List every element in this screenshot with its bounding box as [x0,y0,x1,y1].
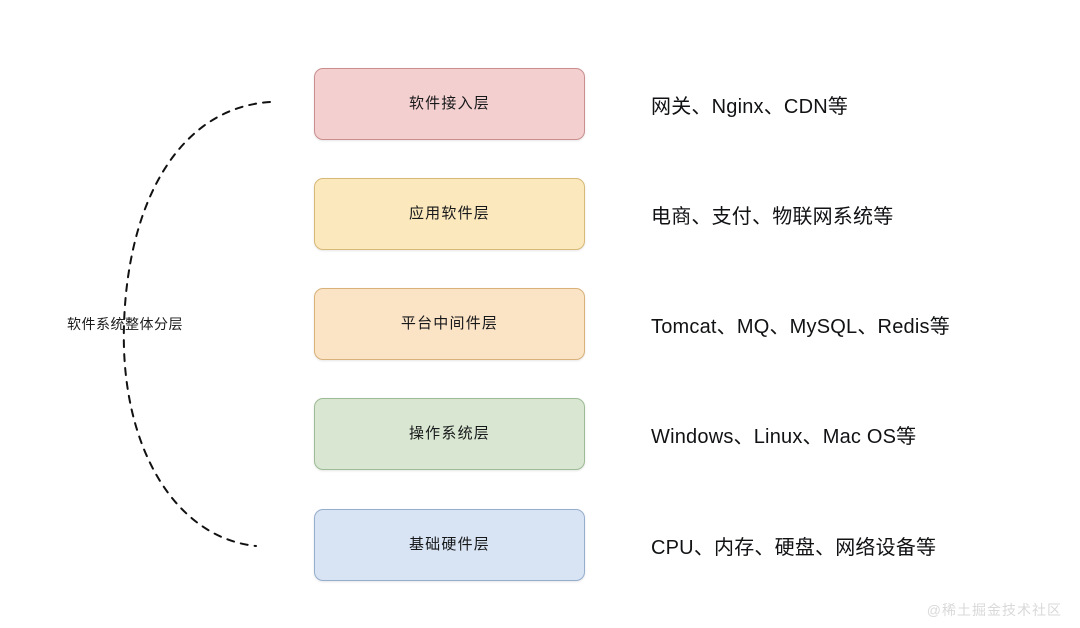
layer-box-operating-system[interactable]: 操作系统层 [314,398,585,470]
layer-box-hardware[interactable]: 基础硬件层 [314,509,585,581]
layer-box-application[interactable]: 应用软件层 [314,178,585,250]
layer-box-label: 平台中间件层 [400,315,499,332]
layer-box-access[interactable]: 软件接入层 [314,68,585,140]
layer-row: 软件接入层 网关、Nginx、CDN等 [314,68,1054,140]
watermark: @稀土掘金技术社区 [926,602,1062,618]
layer-description: Windows、Linux、Mac OS等 [651,425,917,448]
layer-row: 操作系统层 Windows、Linux、Mac OS等 [314,398,1054,470]
layer-box-label: 操作系统层 [408,425,490,442]
layer-box-label: 应用软件层 [408,205,490,222]
layer-box-label: 软件接入层 [408,95,490,112]
layer-description: CPU、内存、硬盘、网络设备等 [651,536,937,559]
layer-row: 应用软件层 电商、支付、物联网系统等 [314,178,1054,250]
layer-description: 网关、Nginx、CDN等 [651,95,849,118]
layer-description: Tomcat、MQ、MySQL、Redis等 [651,315,950,338]
group-label: 软件系统整体分层 [67,316,183,332]
layer-row: 基础硬件层 CPU、内存、硬盘、网络设备等 [314,509,1054,581]
layer-box-label: 基础硬件层 [408,536,490,553]
layer-description: 电商、支付、物联网系统等 [651,205,894,228]
layer-row: 平台中间件层 Tomcat、MQ、MySQL、Redis等 [314,288,1054,360]
layer-box-middleware[interactable]: 平台中间件层 [314,288,585,360]
